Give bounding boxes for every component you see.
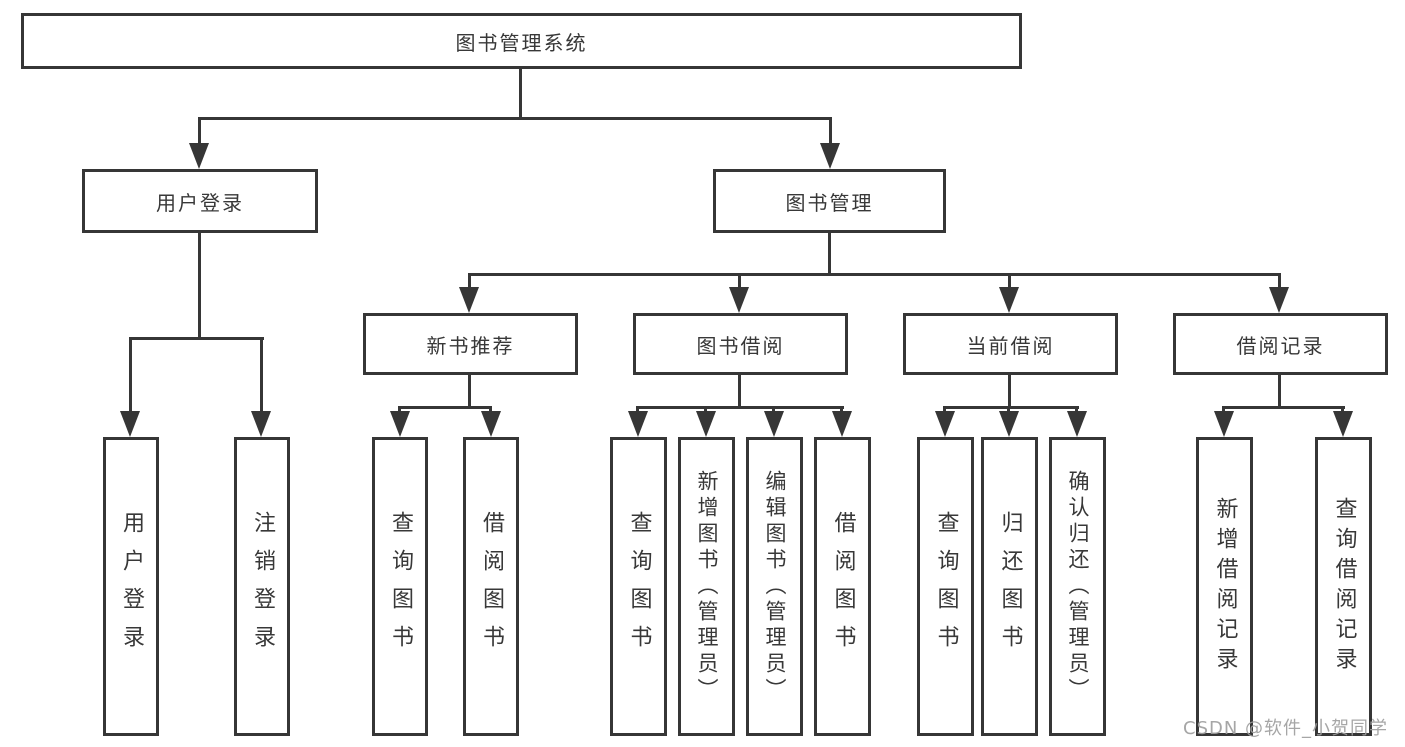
arrowhead-icon	[390, 411, 410, 437]
connector-drop	[489, 406, 492, 414]
arrowhead-borrow-record-icon	[1269, 287, 1289, 313]
arrowhead-icon	[935, 411, 955, 437]
leaf-add-book-admin: 新增图书（管理员）	[678, 437, 735, 736]
connector-drop-current-borrow	[1008, 273, 1011, 289]
connector-drop	[398, 406, 401, 414]
leaf-borrow-book-1: 借阅图书	[463, 437, 519, 736]
arrowhead-icon	[999, 411, 1019, 437]
arrowhead-icon	[481, 411, 501, 437]
leaf-query-borrow-record: 查询借阅记录	[1315, 437, 1372, 736]
arrowhead-book-borrow-icon	[729, 287, 749, 313]
connector-drop-user-login	[198, 117, 201, 145]
node-new-book-recommend: 新书推荐	[363, 313, 578, 375]
arrowhead-login-leaf-icon	[120, 411, 140, 437]
leaf-borrow-book-2: 借阅图书	[814, 437, 871, 736]
connector-current-borrow-bus	[944, 406, 1079, 409]
leaf-query-book-2: 查询图书	[610, 437, 667, 736]
arrowhead-new-book-icon	[459, 287, 479, 313]
node-book-management: 图书管理	[713, 169, 946, 233]
arrowhead-current-borrow-icon	[999, 287, 1019, 313]
connector-current-borrow-stem	[1008, 375, 1011, 408]
leaf-logout: 注销登录	[234, 437, 290, 736]
arrowhead-book-management-icon	[820, 143, 840, 169]
arrowhead-icon	[1067, 411, 1087, 437]
node-book-borrow: 图书借阅	[633, 313, 848, 375]
leaf-return-book: 归还图书	[981, 437, 1038, 736]
connector-level3-bus	[468, 273, 1281, 276]
connector-drop-book-management	[829, 117, 832, 145]
connector-book-borrow-bus	[637, 406, 844, 409]
node-current-borrow: 当前借阅	[903, 313, 1118, 375]
arrowhead-icon	[832, 411, 852, 437]
connector-drop	[1075, 406, 1078, 414]
arrowhead-icon	[1214, 411, 1234, 437]
connector-drop-login-leaf	[129, 337, 132, 413]
connector-book-borrow-stem	[738, 375, 741, 408]
arrowhead-icon	[696, 411, 716, 437]
connector-book-management-stem	[828, 233, 831, 275]
leaf-query-book-1: 查询图书	[372, 437, 428, 736]
leaf-edit-book-admin: 编辑图书（管理员）	[746, 437, 803, 736]
arrowhead-icon	[1333, 411, 1353, 437]
leaf-user-login: 用户登录	[103, 437, 159, 736]
node-user-login: 用户登录	[82, 169, 318, 233]
connector-drop	[1341, 406, 1344, 414]
node-root: 图书管理系统	[21, 13, 1022, 69]
leaf-confirm-return-admin: 确认归还（管理员）	[1049, 437, 1106, 736]
connector-drop	[704, 406, 707, 414]
connector-drop	[1222, 406, 1225, 414]
connector-drop	[1007, 406, 1010, 414]
connector-drop-new-book	[468, 273, 471, 289]
arrowhead-user-login-icon	[189, 143, 209, 169]
connector-drop	[636, 406, 639, 414]
connector-root-stem	[519, 69, 522, 117]
connector-drop-book-borrow	[738, 273, 741, 289]
node-borrow-record: 借阅记录	[1173, 313, 1388, 375]
arrowhead-logout-leaf-icon	[251, 411, 271, 437]
arrowhead-icon	[764, 411, 784, 437]
connector-new-book-bus	[399, 406, 492, 409]
connector-new-book-stem	[468, 375, 471, 408]
connector-drop	[943, 406, 946, 414]
connector-drop	[840, 406, 843, 414]
connector-drop-borrow-record	[1278, 273, 1281, 289]
arrowhead-icon	[628, 411, 648, 437]
connector-user-login-stem	[198, 233, 201, 340]
connector-user-login-bus	[129, 337, 264, 340]
connector-drop-logout-leaf	[260, 337, 263, 413]
connector-borrow-record-stem	[1278, 375, 1281, 408]
leaf-add-borrow-record: 新增借阅记录	[1196, 437, 1253, 736]
leaf-query-book-3: 查询图书	[917, 437, 974, 736]
connector-drop	[772, 406, 775, 414]
connector-borrow-record-bus	[1223, 406, 1345, 409]
csdn-watermark: CSDN @软件_小贺同学	[1183, 718, 1389, 739]
connector-level2-bus	[198, 117, 832, 120]
